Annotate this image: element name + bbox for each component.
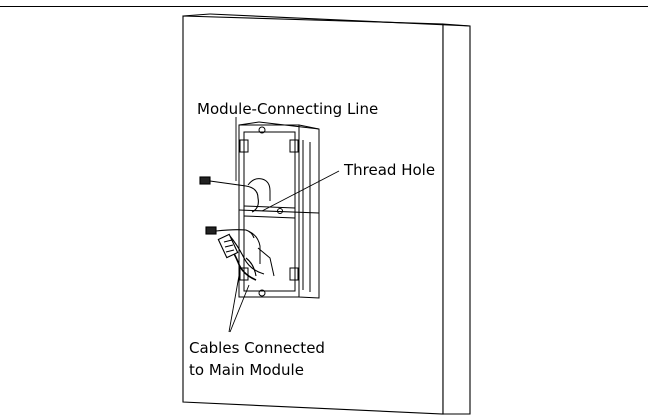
module-connecting-line-label: Module-Connecting Line <box>197 100 379 118</box>
cables <box>199 176 265 281</box>
thread-hole-label: Thread Hole <box>344 161 436 179</box>
cables-leader-b <box>229 284 250 333</box>
leader-lines <box>228 117 340 333</box>
cables-leader-a <box>228 269 241 333</box>
cables-connected-label-line1: Cables Connected <box>189 339 325 357</box>
mounting-box <box>238 121 320 299</box>
header-rule <box>0 6 648 7</box>
thread-hole-leader <box>261 170 340 212</box>
cables-connected-label-line2: to Main Module <box>189 361 304 379</box>
